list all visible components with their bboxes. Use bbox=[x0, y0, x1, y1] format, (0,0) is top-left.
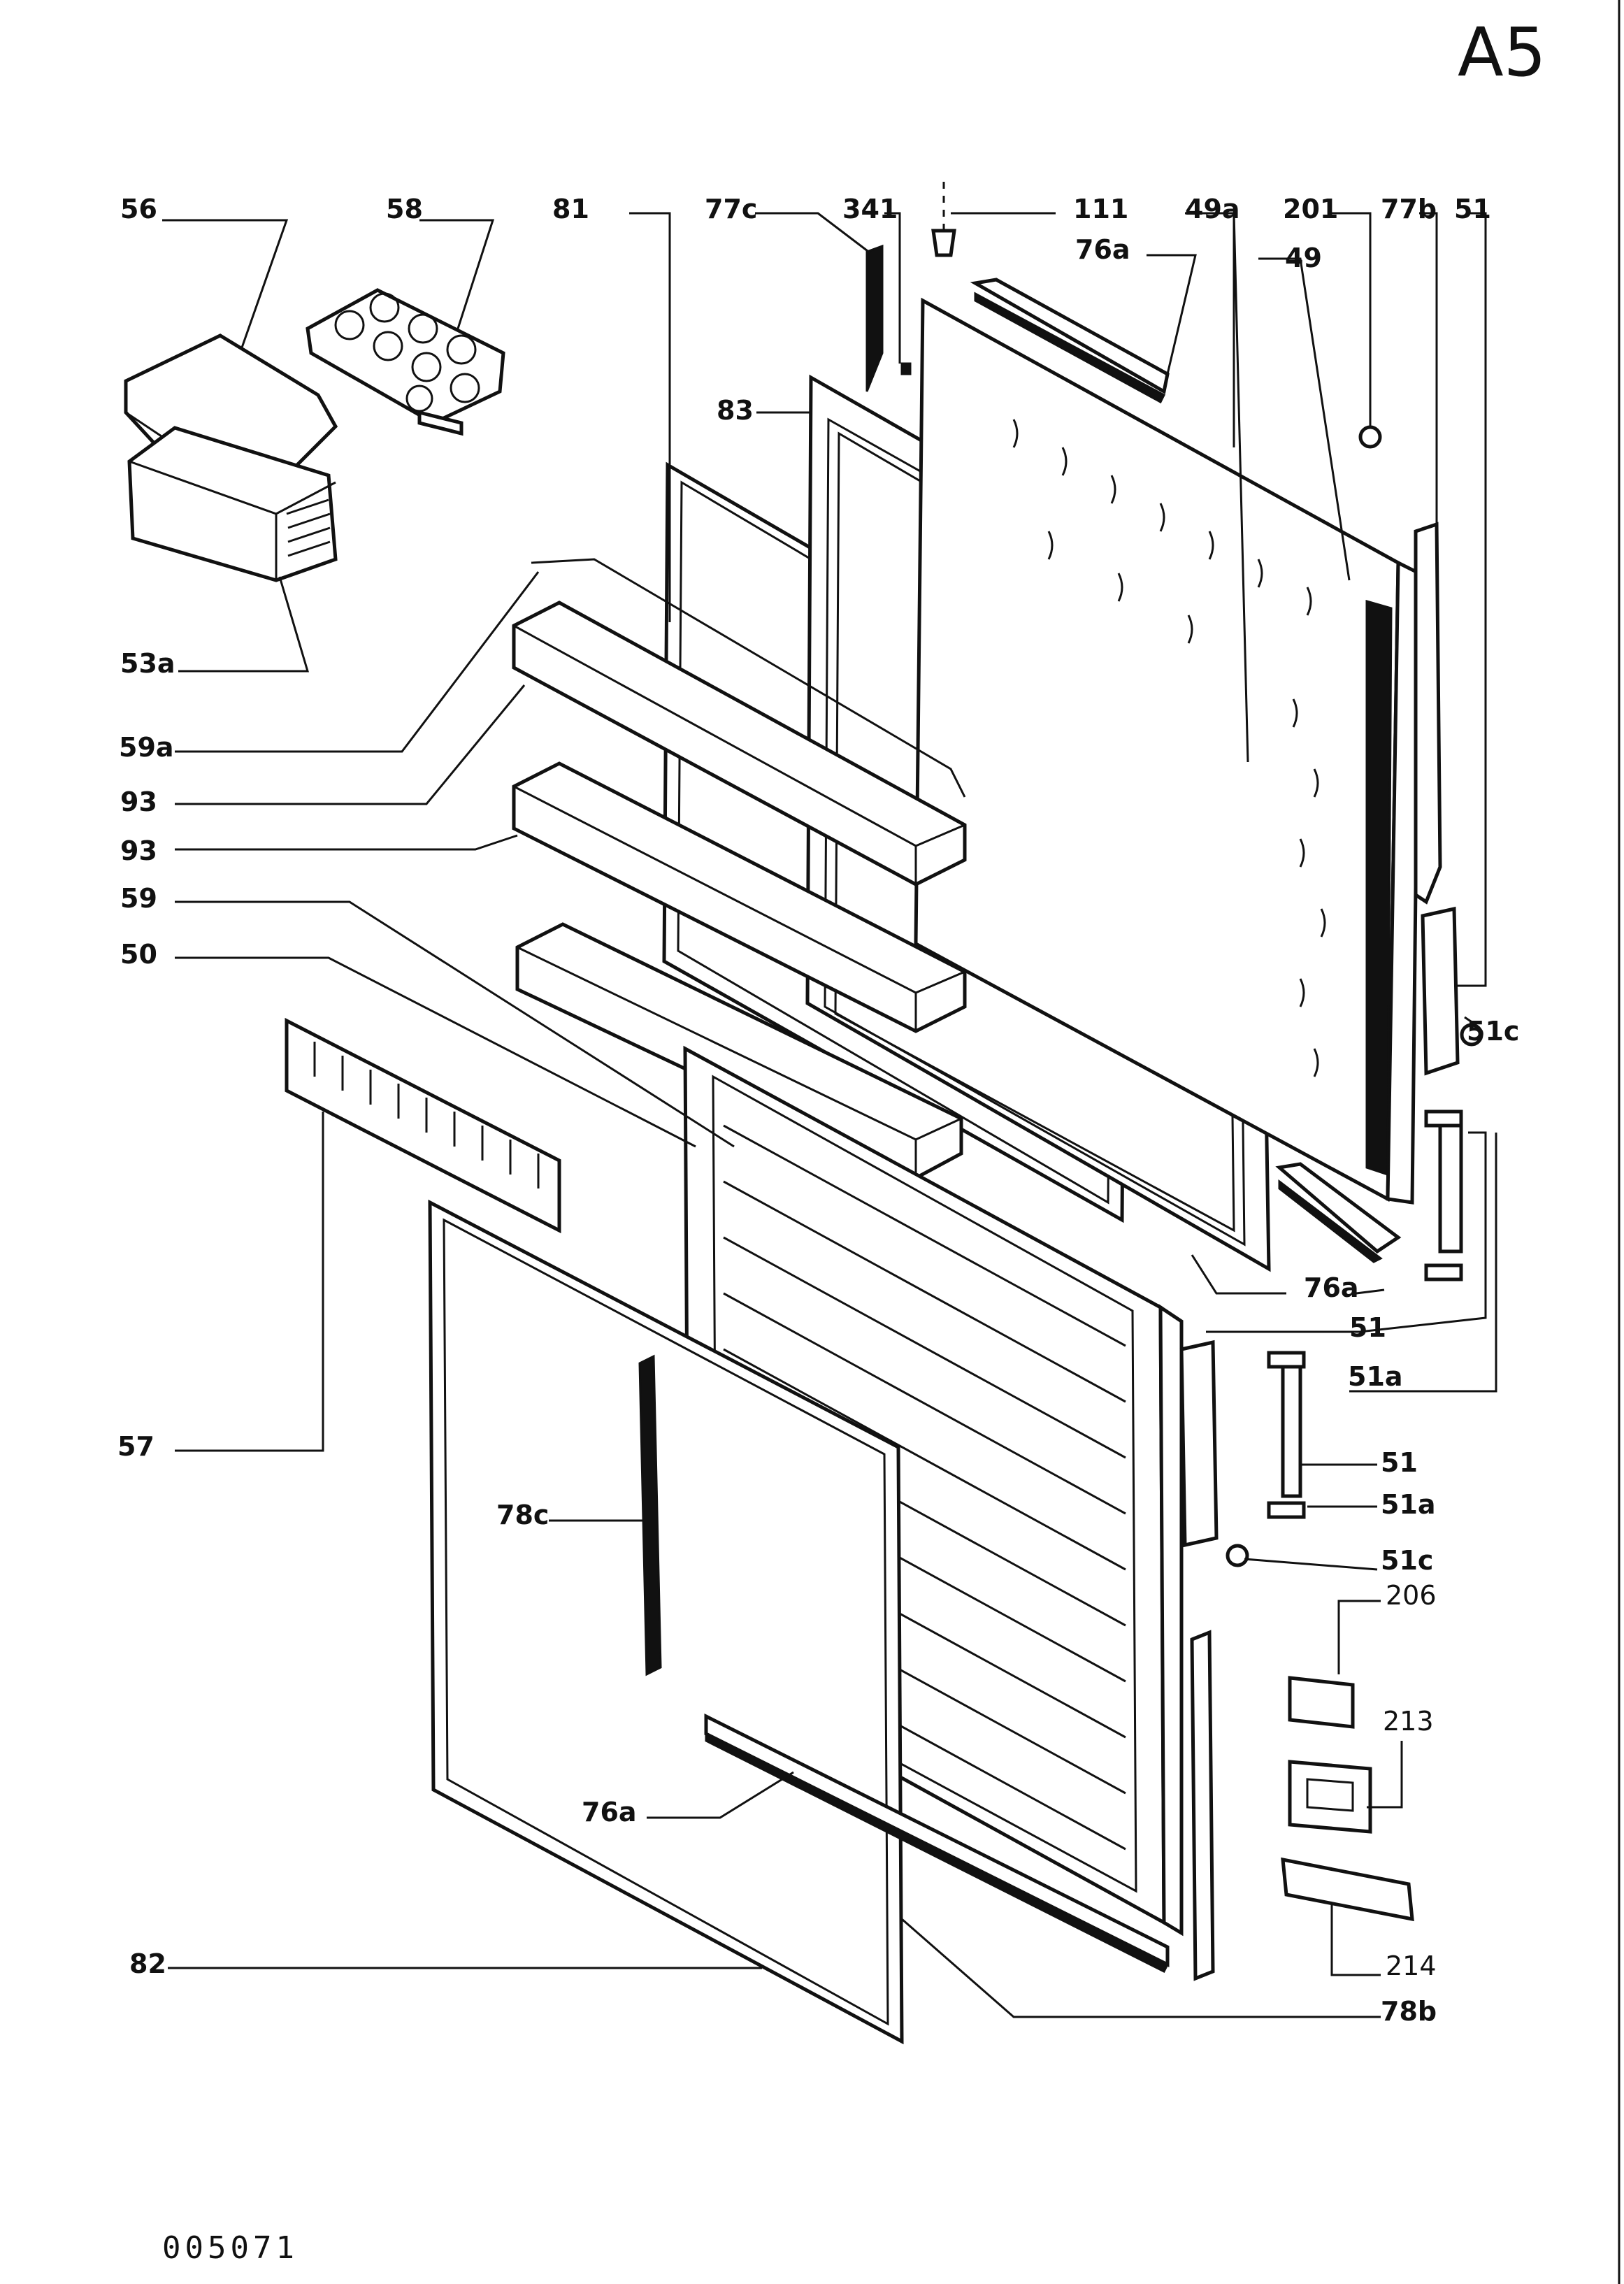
label-76a-low: 76a bbox=[582, 1797, 637, 1827]
label-49a: 49a bbox=[1185, 194, 1240, 224]
label-49: 49 bbox=[1285, 243, 1322, 273]
part-labels: 56 58 81 77c 341 111 76a 49a 201 77b 51 … bbox=[117, 194, 1519, 2027]
label-81: 81 bbox=[552, 194, 589, 224]
label-76a-mid: 76a bbox=[1304, 1272, 1359, 1303]
label-77b: 77b bbox=[1381, 194, 1437, 224]
upper-insulated-door-drawing bbox=[914, 297, 1421, 1205]
side-trim-77b-drawing bbox=[1414, 522, 1442, 905]
label-strip-drawing bbox=[285, 1017, 561, 1234]
label-51-low: 51 bbox=[1381, 1447, 1418, 1478]
label-76a-top: 76a bbox=[1075, 234, 1130, 265]
label-111: 111 bbox=[1073, 194, 1128, 224]
egg-tray-drawing bbox=[306, 288, 505, 436]
label-58: 58 bbox=[386, 194, 423, 224]
door-shelves-drawing bbox=[512, 558, 967, 1180]
drawing-number: 005071 bbox=[162, 2230, 299, 2266]
label-341: 341 bbox=[842, 194, 898, 224]
label-206: 206 bbox=[1386, 1580, 1437, 1611]
label-57: 57 bbox=[117, 1431, 155, 1462]
label-201: 201 bbox=[1283, 194, 1338, 224]
sheet-id: A5 bbox=[1458, 13, 1546, 92]
label-53a: 53a bbox=[120, 648, 175, 679]
label-77c: 77c bbox=[705, 194, 757, 224]
label-50: 50 bbox=[120, 939, 157, 970]
label-213: 213 bbox=[1383, 1706, 1434, 1737]
hinge-assemblies-drawing bbox=[1179, 906, 1483, 1567]
label-51a-mid: 51a bbox=[1348, 1361, 1403, 1392]
top-hinge-parts-drawing bbox=[865, 182, 1382, 449]
lower-gasket-drawing bbox=[428, 1199, 904, 2045]
label-59: 59 bbox=[120, 883, 157, 914]
label-51c-top: 51c bbox=[1467, 1016, 1519, 1047]
label-93-a: 93 bbox=[120, 787, 157, 817]
label-59a: 59a bbox=[119, 732, 174, 763]
label-56: 56 bbox=[120, 194, 157, 224]
label-51a-low: 51a bbox=[1381, 1489, 1436, 1520]
top-strip-76a-drawing bbox=[970, 278, 1170, 404]
label-214: 214 bbox=[1386, 1951, 1437, 1981]
lower-trim-strips-drawing bbox=[638, 1354, 1215, 1981]
label-82: 82 bbox=[129, 1948, 166, 1979]
control-parts-drawing bbox=[1281, 1676, 1414, 1922]
label-83: 83 bbox=[717, 395, 754, 426]
label-93-b: 93 bbox=[120, 835, 157, 866]
label-51-mid: 51 bbox=[1349, 1312, 1386, 1343]
label-51-top: 51 bbox=[1454, 194, 1491, 224]
label-78c: 78c bbox=[496, 1500, 549, 1530]
leader-lines bbox=[162, 212, 1497, 2018]
butter-box-drawing bbox=[124, 333, 338, 582]
label-51c-low: 51c bbox=[1381, 1545, 1433, 1576]
label-78b: 78b bbox=[1381, 1996, 1437, 2027]
mid-strip-76a-drawing bbox=[1275, 1162, 1402, 1263]
